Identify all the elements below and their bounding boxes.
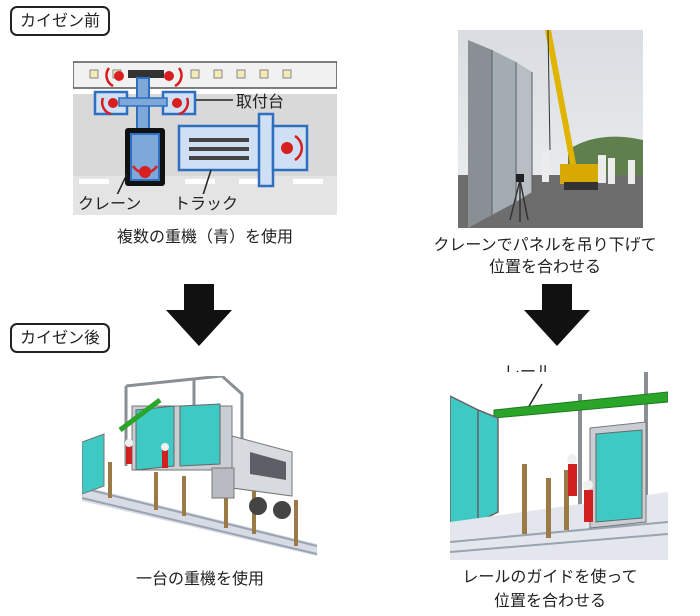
caption-after-right-2: 位置を合わせる	[493, 591, 606, 610]
after-render-right	[450, 372, 668, 560]
label-truck: トラック	[172, 194, 241, 214]
caption-before-left: 複数の重機（青）を使用	[116, 227, 293, 246]
caption-after-left: 一台の重機を使用	[135, 569, 264, 588]
after-render-left	[82, 376, 317, 556]
before-schematic	[73, 58, 337, 215]
before-photo	[458, 30, 643, 228]
label-crane: クレーン	[76, 194, 144, 214]
caption-before-right-2: 位置を合わせる	[488, 257, 601, 276]
after-tag: カイゼン後	[10, 323, 111, 353]
caption-before-right-1: クレーンでパネルを吊り下げて	[433, 235, 657, 254]
before-tag: カイゼン前	[10, 6, 111, 36]
label-mount: 取付台	[236, 92, 285, 111]
down-arrow-right	[524, 284, 590, 346]
caption-after-right-1: レールのガイドを使って	[462, 567, 638, 586]
down-arrow-left	[166, 284, 232, 346]
